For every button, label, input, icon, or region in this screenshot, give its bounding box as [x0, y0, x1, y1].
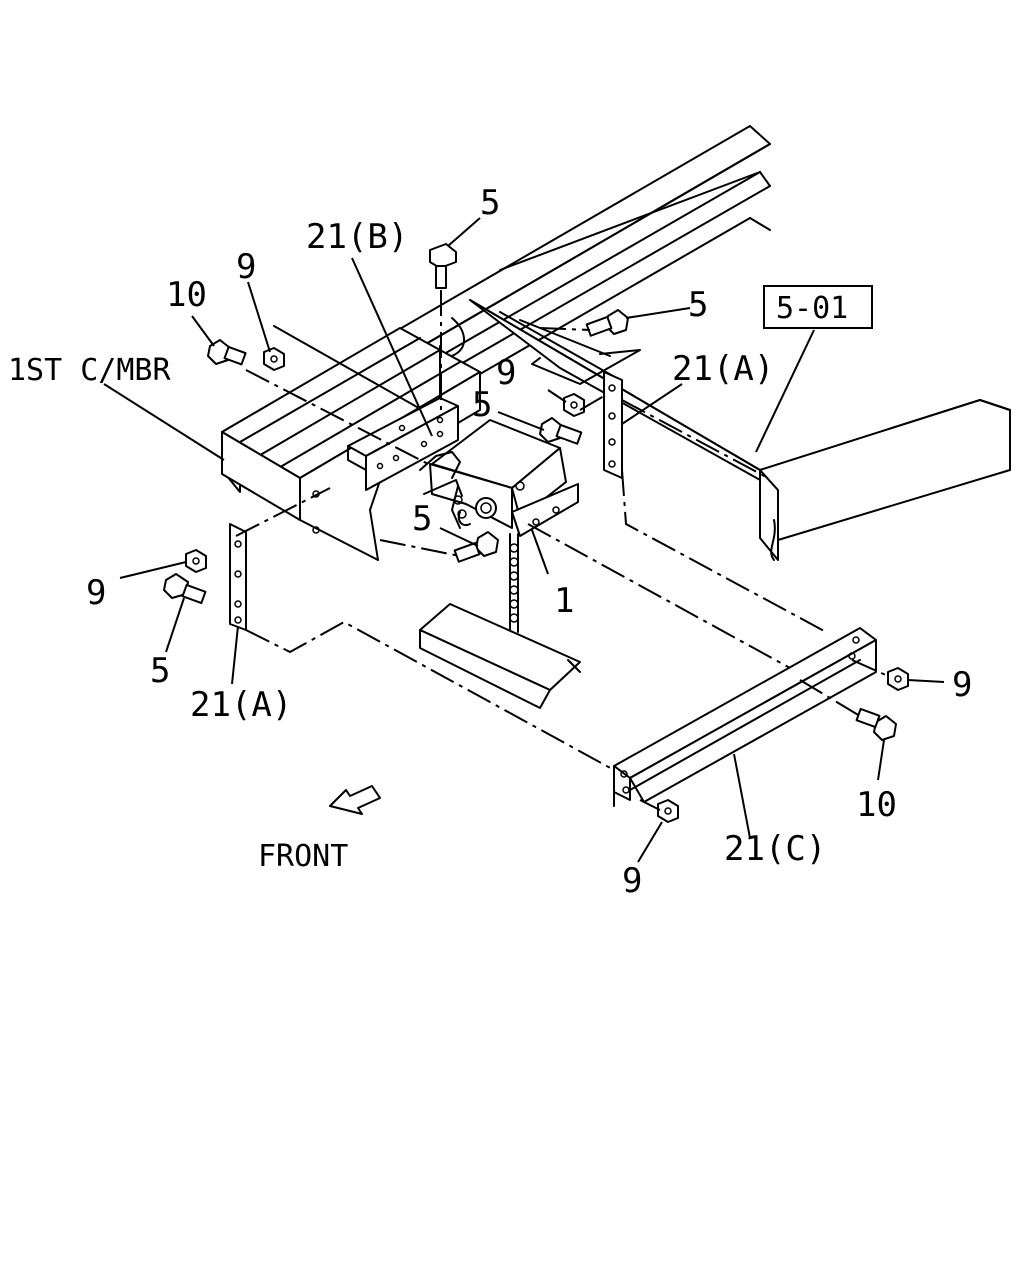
- bolt-10-left: [207, 339, 247, 366]
- bracket-21b: [347, 397, 459, 491]
- front-label: FRONT: [258, 839, 348, 874]
- nut-9-left-lower: [185, 549, 207, 573]
- callout-21c: 21(C): [724, 829, 826, 869]
- bolt-5-top: [429, 243, 457, 289]
- front-arrow-icon: [329, 785, 381, 815]
- callout-10-right: 10: [856, 785, 897, 825]
- callout-5-middle: 5: [472, 385, 492, 425]
- bolt-10-right: [855, 707, 897, 741]
- bolt-5-lower-center: [453, 531, 499, 563]
- member-label: 1ST C/MBR: [8, 353, 171, 388]
- callout-5-top: 5: [480, 183, 500, 223]
- nut-9-bottom: [657, 799, 679, 823]
- nut-9-right-lower: [887, 667, 909, 691]
- nut-9-right: [563, 393, 585, 417]
- assembly-centerlines: [235, 290, 889, 811]
- component-1-box: [419, 419, 579, 537]
- bolt-5-left-lower: [163, 573, 207, 605]
- callout-9-bottom: 9: [622, 861, 642, 901]
- callout-9-right-lower: 9: [952, 665, 972, 705]
- ref-box-label: 5-01: [776, 291, 848, 326]
- callout-5-left-lower: 5: [150, 651, 170, 691]
- ref-box-frame: [763, 285, 873, 329]
- harness-chain: [419, 485, 581, 709]
- bolt-5-middle: [539, 417, 583, 445]
- callout-21a-right: 21(A): [672, 349, 774, 389]
- bracket-21a-left: [229, 523, 247, 631]
- bracket-21a-right: [603, 371, 623, 479]
- bolt-5-upper-right: [585, 309, 629, 337]
- callout-10-left: 10: [166, 275, 207, 315]
- callout-21a-left: 21(A): [190, 685, 292, 725]
- callout-5-lower-center: 5: [412, 499, 432, 539]
- leader-lines: [103, 217, 945, 863]
- callout-1: 1: [554, 581, 574, 621]
- rear-cross-member: [469, 299, 1011, 561]
- callout-9-left-lower: 9: [86, 573, 106, 613]
- callout-5-upper-right: 5: [688, 285, 708, 325]
- callout-9-right: 9: [496, 353, 516, 393]
- fasteners: [163, 243, 909, 823]
- callout-21b: 21(B): [306, 217, 408, 257]
- callout-9-left-top: 9: [236, 247, 256, 287]
- bracket-21c: [613, 627, 877, 807]
- nut-9-left-top: [263, 347, 285, 371]
